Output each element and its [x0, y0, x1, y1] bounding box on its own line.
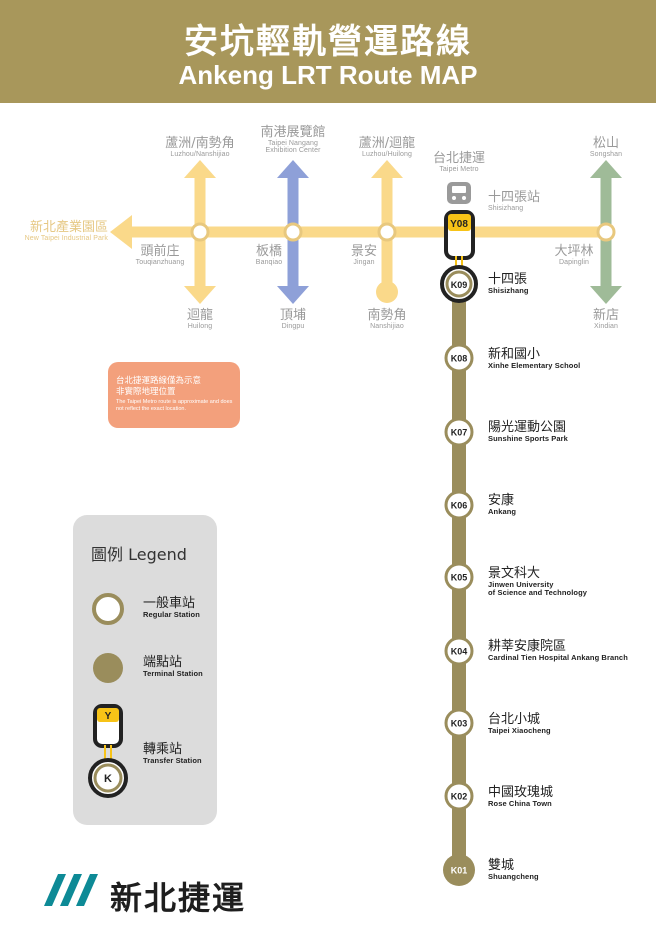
arrow-south [184, 286, 216, 304]
svg-text:K02: K02 [451, 792, 468, 802]
train-icon [447, 182, 471, 204]
disclaimer-chinese: 台北捷運路線僅為示意 非實際地理位置 [116, 376, 202, 397]
terminal-nanshijiao [376, 281, 398, 303]
svg-text:K05: K05 [451, 573, 468, 583]
legend-symbols: Y K [88, 593, 128, 798]
legend-terminal-icon [93, 653, 123, 683]
svg-text:K07: K07 [451, 428, 468, 438]
organization-name: 新北捷運 [110, 879, 247, 917]
header-banner: 安坑輕軌營運路線 Ankeng LRT Route MAP [0, 0, 656, 103]
station-node-k03: K03 [444, 708, 474, 738]
legend-transfer-icon: Y K [88, 704, 128, 798]
svg-text:K01: K01 [451, 866, 468, 876]
station-node-k05: K05 [444, 562, 474, 592]
station-node-k01: K01 [443, 854, 475, 886]
svg-text:K03: K03 [451, 719, 468, 729]
transfer-code-k: K09 [451, 280, 468, 290]
station-node-k06: K06 [444, 490, 474, 520]
title-chinese: 安坑輕軌營運路線 [184, 22, 472, 62]
legend-title: 圖例 Legend [91, 545, 187, 564]
station-node-k04: K04 [444, 636, 474, 666]
arrow-west [110, 215, 132, 249]
svg-text:Y: Y [105, 711, 112, 722]
svg-text:K: K [104, 773, 112, 785]
svg-text:K08: K08 [451, 354, 468, 364]
svg-text:K06: K06 [451, 501, 468, 511]
legend-regular-icon [92, 593, 124, 625]
station-node-k07: K07 [444, 417, 474, 447]
station-node-k08: K08 [444, 343, 474, 373]
svg-text:K04: K04 [451, 647, 468, 657]
station-node-k02: K02 [444, 781, 474, 811]
transfer-code-y: Y08 [450, 219, 468, 230]
metro-logo-icon [44, 874, 98, 906]
disclaimer-note: 台北捷運路線僅為示意 非實際地理位置 The Taipei Metro rout… [108, 362, 240, 428]
disclaimer-english: The Taipei Metro route is approximate an… [116, 399, 233, 412]
label-new-taipei-industrial-park: 新北產業園區 New Taipei Industrial Park [24, 220, 108, 242]
title-english: Ankeng LRT Route MAP [178, 60, 478, 90]
arrow-north [184, 160, 216, 178]
